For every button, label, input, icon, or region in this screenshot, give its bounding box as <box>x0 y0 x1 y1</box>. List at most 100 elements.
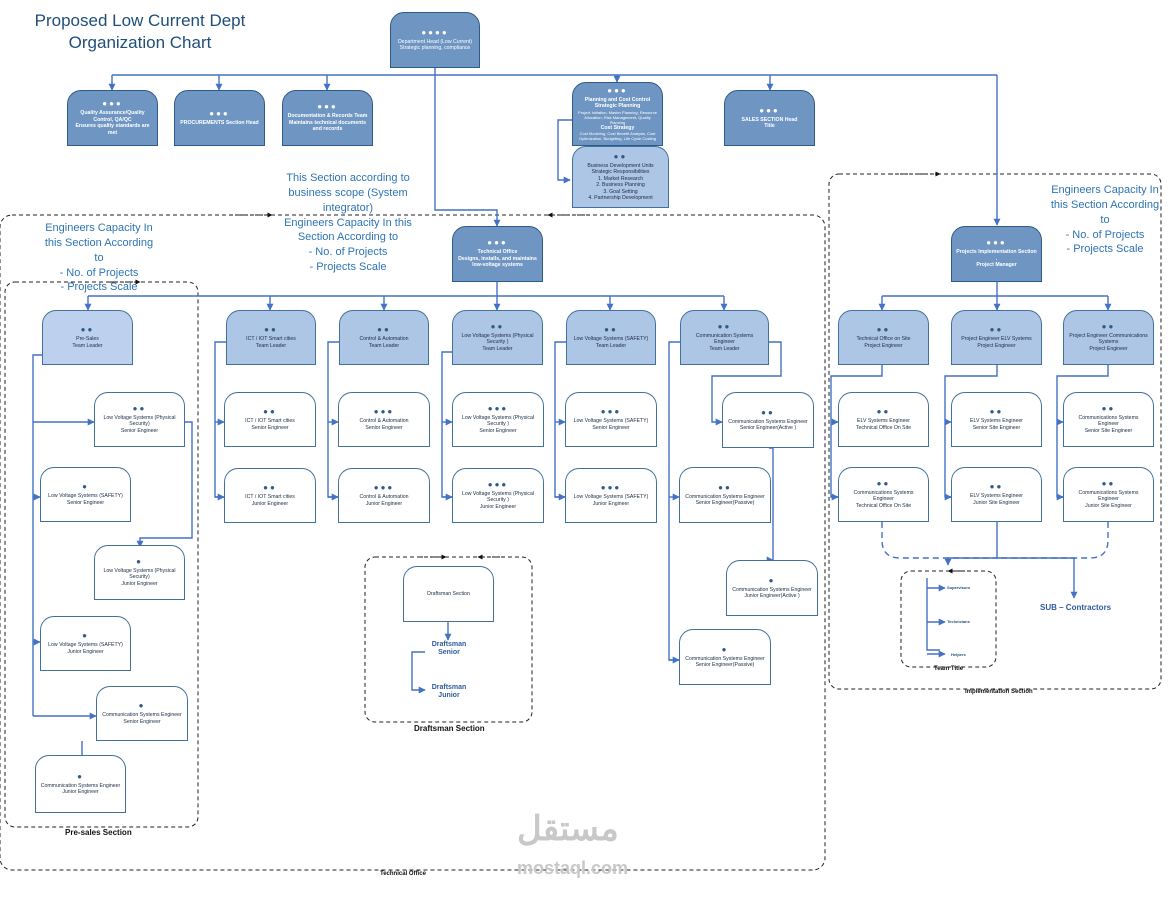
dots-icon: ●●● <box>317 102 338 112</box>
dots-icon: ●●● <box>487 403 509 413</box>
dots-icon: ●●● <box>986 238 1007 248</box>
planning-cost-node[interactable]: ●●● Planning and Cost Control Strategic … <box>572 82 663 146</box>
dots-icon: ●● <box>717 321 732 331</box>
dots-icon: ●● <box>613 151 628 161</box>
dots-icon: ●● <box>1101 478 1116 488</box>
elv-senior-site-node[interactable]: ●● ELV Systems Engineer Senior Site Engi… <box>951 392 1042 447</box>
watermark-url: mostaql.com <box>517 858 629 878</box>
team-helpers: Helpers <box>951 652 966 657</box>
documentation-node[interactable]: ●●● Documentation & Records Team Maintai… <box>282 90 373 146</box>
capacity-note-right: Engineers Capacity In this Section Accor… <box>1050 184 1160 256</box>
dots-icon: ●● <box>80 325 95 334</box>
dots-icon: ● <box>136 556 143 566</box>
dots-icon: ●● <box>1101 321 1116 331</box>
presales-lvsafety-senior-node[interactable]: ● Low Voltage Systems (SAFETY) Senior En… <box>40 467 131 522</box>
team-supervisors: Supervisors <box>947 585 971 590</box>
dots-icon: ●●● <box>373 407 395 416</box>
dots-icon: ● <box>82 482 89 491</box>
department-head-node[interactable]: ●●●● Department Head (Low Current) Strat… <box>390 12 480 68</box>
lvps-team-leader-node[interactable]: ●● Low Voltage Systems (Physical Securit… <box>452 310 543 365</box>
business-development-node[interactable]: ●● Business Development Units Strategic … <box>572 146 669 208</box>
ict-senior-node[interactable]: ●● ICT / IOT Smart cities Senior Enginee… <box>224 392 316 447</box>
presales-comm-senior-node[interactable]: ● Communication Systems Engineer Senior … <box>96 686 188 741</box>
comm-senior-site-node[interactable]: ●● Communications Systems Engineer Senio… <box>1063 392 1154 447</box>
elv-junior-site-node[interactable]: ●● ELV Systems Engineer Junior Site Engi… <box>951 467 1042 522</box>
dots-icon: ●● <box>989 325 1004 334</box>
dots-icon: ●● <box>989 482 1004 491</box>
dots-icon: ●● <box>876 325 891 334</box>
draftsman-section-border <box>364 556 533 723</box>
scope-note: This Section according to business scope… <box>284 172 412 274</box>
dots-icon: ● <box>77 771 84 781</box>
dots-icon: ●●● <box>209 108 230 118</box>
implementation-section-label: Implementation Section <box>965 689 1033 695</box>
dots-icon: ●●● <box>102 99 123 108</box>
ca-junior-node[interactable]: ●●● Control & Automation Junior Engineer <box>338 468 430 523</box>
comm-senior-passive-node[interactable]: ●● Communication Systems Engineer Senior… <box>679 467 771 523</box>
comm-junior-active-node[interactable]: ● Communication Systems Engineer Junior … <box>726 560 818 616</box>
ca-senior-node[interactable]: ●●● Control & Automation Senior Engineer <box>338 392 430 447</box>
dots-icon: ●● <box>132 403 147 413</box>
comm-team-leader-node[interactable]: ●● Communication Systems Engineer Team L… <box>680 310 769 365</box>
chart-title-line2: Organization Chart <box>68 33 212 53</box>
ca-team-leader-node[interactable]: ●● Control & Automation Team Leader <box>339 310 429 365</box>
dots-icon: ●●● <box>607 85 628 95</box>
team-technicians: Technicians <box>947 619 970 624</box>
sub-contractors-label: SUB – Contractors <box>1040 603 1112 612</box>
presales-section-border <box>4 281 199 828</box>
dots-icon: ●● <box>377 325 391 334</box>
qa-qc-node[interactable]: ●●● Quality Assurance/Quality Control, Q… <box>67 90 158 146</box>
chart-title: Proposed Low Current Dept Organization C… <box>20 10 260 54</box>
comm-project-engineer-node[interactable]: ●● Project Engineer Communications Syste… <box>1063 310 1154 365</box>
lvsafety-team-leader-node[interactable]: ●● Low Voltage Systems (SAFETY) Team Lea… <box>566 310 656 365</box>
ict-junior-node[interactable]: ●● ICT / IOT Smart cities Junior Enginee… <box>224 468 316 523</box>
technical-office-node[interactable]: ●●● Technical Office Designs, installs, … <box>452 226 543 282</box>
lvsafety-senior-node[interactable]: ●●● Low Voltage Systems (SAFETY) Senior … <box>565 392 657 447</box>
comm-tech-office-node[interactable]: ●● Communications Systems Engineer Techn… <box>838 467 929 522</box>
comm-senior-passive-2-node[interactable]: ● Communication Systems Engineer Senior … <box>679 629 771 685</box>
lvps-senior-node[interactable]: ●●● Low Voltage Systems (Physical Securi… <box>452 392 544 447</box>
dots-icon: ● <box>82 631 89 640</box>
elv-tech-office-node[interactable]: ●● ELV Systems Engineer Technical Office… <box>838 392 929 447</box>
dots-icon: ●● <box>263 407 277 416</box>
watermark-logo: مستقل <box>517 810 619 848</box>
dots-icon: ●● <box>876 407 891 416</box>
dots-icon: ●● <box>989 407 1004 416</box>
capacity-note-left: Engineers Capacity In this Section Accor… <box>44 222 154 294</box>
draftsman-junior: Draftsman Junior <box>431 684 467 700</box>
presales-section-label: Pre-sales Section <box>65 828 132 837</box>
elv-project-engineer-node[interactable]: ●● Project Engineer ELV Systems Project … <box>951 310 1042 365</box>
draftsman-section-label: Draftsman Section <box>414 724 485 733</box>
presales-team-leader-node[interactable]: ●● Pre-Sales Team Leader <box>42 310 133 365</box>
presales-lvps-senior-node[interactable]: ●● Low Voltage Systems (Physical Securit… <box>94 392 185 447</box>
procurement-node[interactable]: ●●● PROCUREMENTS Section Head <box>174 90 265 146</box>
dots-icon: ●●● <box>600 407 622 416</box>
dots-icon: ● <box>721 644 729 654</box>
dots-icon: ●●●● <box>421 27 449 37</box>
dots-icon: ●●● <box>600 483 622 492</box>
dots-icon: ●● <box>264 325 278 334</box>
draftsman-section-node[interactable]: Draftsman Section <box>403 566 494 622</box>
dots-icon: ●●● <box>487 238 508 248</box>
lvps-junior-node[interactable]: ●●● Low Voltage Systems (Physical Securi… <box>452 468 544 523</box>
tech-office-site-pe-node[interactable]: ●● Technical Office on Site Project Engi… <box>838 310 929 365</box>
dots-icon: ●● <box>263 483 277 492</box>
presales-lvsafety-junior-node[interactable]: ● Low Voltage Systems (SAFETY) Junior En… <box>40 616 131 671</box>
dots-icon: ● <box>768 575 776 585</box>
presales-lvps-junior-node[interactable]: ● Low Voltage Systems (Physical Security… <box>94 545 185 600</box>
dots-icon: ● <box>138 701 146 710</box>
chart-title-line1: Proposed Low Current Dept <box>34 11 246 30</box>
comm-senior-active-node[interactable]: ●● Communication Systems Engineer Senior… <box>722 392 814 448</box>
comm-junior-site-node[interactable]: ●● Communications Systems Engineer Junio… <box>1063 467 1154 522</box>
dots-icon: ●●● <box>373 483 395 492</box>
sales-section-node[interactable]: ●●● SALES SECTION Head Title <box>724 90 815 146</box>
dots-icon: ●●● <box>487 479 509 489</box>
ict-team-leader-node[interactable]: ●● ICT / IOT Smart cities Team Leader <box>226 310 316 365</box>
dots-icon: ●● <box>761 407 775 417</box>
dots-icon: ●● <box>490 321 505 331</box>
dots-icon: ●● <box>876 478 891 488</box>
presales-comm-junior-node[interactable]: ● Communication Systems Engineer Junior … <box>35 755 126 813</box>
lvsafety-junior-node[interactable]: ●●● Low Voltage Systems (SAFETY) Junior … <box>565 468 657 523</box>
projects-implementation-node[interactable]: ●●● Projects Implementation Section . Pr… <box>951 226 1042 282</box>
